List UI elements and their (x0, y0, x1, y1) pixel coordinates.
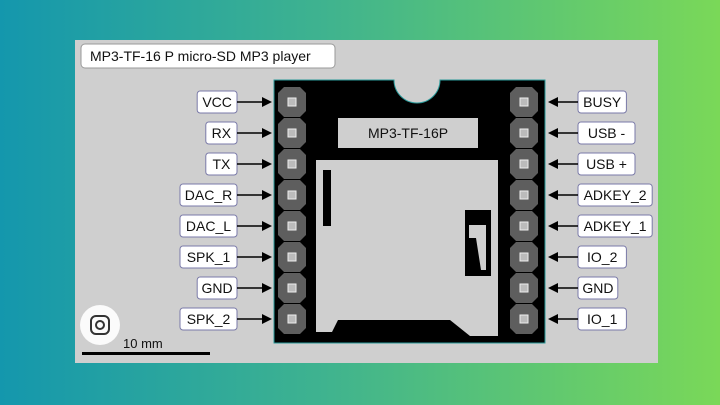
visual-search-button[interactable] (80, 305, 120, 345)
pin-left: VCC (196, 87, 306, 117)
pin-label: SPK_2 (187, 311, 231, 327)
pin-label: RX (212, 125, 232, 141)
pin-label: USB - (588, 125, 626, 141)
arrow-head-icon (262, 314, 272, 324)
arrow-head-icon (548, 314, 558, 324)
pin-pad (510, 211, 538, 241)
pin-label: SPK_1 (187, 249, 231, 265)
pin-left: GND (196, 273, 306, 303)
pin-pad (510, 149, 538, 179)
pin-pad (278, 149, 306, 179)
arrow-head-icon (548, 283, 558, 293)
pin-label: DAC_R (185, 187, 232, 203)
pin-left: TX (205, 149, 306, 179)
pin-left: SPK_2 (179, 304, 306, 334)
arrow-head-icon (548, 190, 558, 200)
pin-pad (510, 118, 538, 148)
pin-right: BUSY (510, 87, 627, 117)
pin-pad (278, 273, 306, 303)
pin-label: TX (212, 156, 231, 172)
chip-label-box (338, 118, 478, 148)
arrow-head-icon (262, 97, 272, 107)
pin-pad (278, 118, 306, 148)
pin-right: IO_1 (510, 304, 627, 334)
pin-left: DAC_L (179, 211, 306, 241)
arrow-head-icon (262, 221, 272, 231)
arrow-head-icon (262, 159, 272, 169)
pin-left: DAC_R (179, 180, 306, 210)
pin-label: ADKEY_1 (584, 218, 647, 234)
arrow-head-icon (548, 128, 558, 138)
pin-pad (278, 211, 306, 241)
pin-pad (510, 180, 538, 210)
arrow-head-icon (548, 252, 558, 262)
pin-pad (278, 242, 306, 272)
scale-bar: 10 mm (82, 336, 210, 355)
pin-label: IO_1 (587, 311, 618, 327)
pin-label: VCC (202, 94, 232, 110)
pin-label: USB + (586, 156, 627, 172)
pin-label: GND (582, 280, 613, 296)
chip-label: MP3-TF-16P (368, 125, 448, 141)
pin-right: USB + (510, 149, 636, 179)
pin-pad (278, 304, 306, 334)
pin-left: RX (205, 118, 306, 148)
title-box: MP3-TF-16 P micro-SD MP3 player (80, 43, 336, 69)
lens-icon (90, 315, 110, 335)
pin-pad (510, 87, 538, 117)
pin-pad (510, 273, 538, 303)
pin-right: ADKEY_2 (510, 180, 653, 210)
arrow-head-icon (548, 159, 558, 169)
pin-pad (278, 180, 306, 210)
arrow-head-icon (548, 97, 558, 107)
diagram-title: MP3-TF-16 P micro-SD MP3 player (90, 48, 311, 64)
pin-pad (510, 304, 538, 334)
pin-right: ADKEY_1 (510, 211, 653, 241)
pin-right: IO_2 (510, 242, 627, 272)
pin-label: BUSY (583, 94, 622, 110)
arrow-head-icon (262, 190, 272, 200)
pin-right: GND (510, 273, 619, 303)
pin-label: ADKEY_2 (584, 187, 647, 203)
pin-pad (278, 87, 306, 117)
pin-label: IO_2 (587, 249, 618, 265)
pin-label: GND (202, 280, 233, 296)
scale-label: 10 mm (123, 336, 163, 351)
pin-pad (510, 242, 538, 272)
pin-right: USB - (510, 118, 636, 148)
sd-card-slot (316, 160, 498, 336)
pin-label: DAC_L (186, 218, 231, 234)
arrow-head-icon (262, 283, 272, 293)
pin-left: SPK_1 (179, 242, 306, 272)
arrow-head-icon (262, 252, 272, 262)
module-board: MP3-TF-16P (273, 79, 546, 344)
arrow-head-icon (262, 128, 272, 138)
arrow-head-icon (548, 221, 558, 231)
